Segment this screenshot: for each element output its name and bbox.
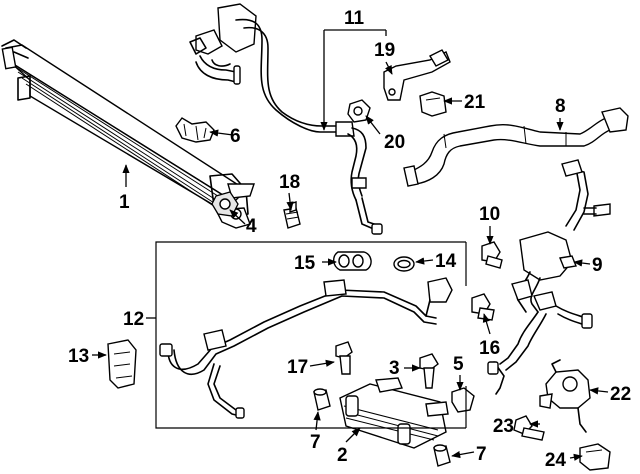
callout-2: 2 bbox=[337, 445, 348, 466]
bracket-13-part bbox=[107, 339, 137, 389]
grommet-15-part bbox=[333, 251, 372, 271]
bracket-19-part bbox=[383, 49, 451, 101]
callout-9: 9 bbox=[592, 255, 603, 276]
callout-5: 5 bbox=[453, 354, 464, 375]
callout-6: 6 bbox=[230, 126, 241, 147]
callout-15: 15 bbox=[294, 253, 316, 274]
callout-16: 16 bbox=[479, 338, 500, 359]
hose-9-part bbox=[487, 159, 611, 395]
bolt-17-part bbox=[335, 341, 353, 375]
leader-lines bbox=[92, 29, 609, 461]
callout-labels: 1 2 3 4 5 6 7 7 8 9 10 11 12 13 14 15 16… bbox=[68, 8, 631, 471]
bolt-10-part bbox=[481, 241, 503, 269]
callout-18: 18 bbox=[279, 172, 300, 193]
callout-21: 21 bbox=[464, 92, 486, 113]
callout-1: 1 bbox=[119, 192, 130, 213]
callout-10: 10 bbox=[479, 204, 500, 225]
hose-11-part bbox=[189, 3, 383, 235]
tube-12-part bbox=[159, 277, 453, 419]
callout-4: 4 bbox=[246, 216, 257, 237]
callout-17: 17 bbox=[287, 357, 308, 378]
stud-18-part bbox=[283, 201, 301, 229]
hose-8-part bbox=[403, 107, 629, 187]
bracket-6-part bbox=[175, 117, 215, 143]
kit-12-inset-box bbox=[155, 241, 467, 429]
insulator-7b-part bbox=[433, 444, 451, 467]
bolt-16-part bbox=[471, 293, 495, 321]
bolt-3-part bbox=[419, 353, 439, 389]
callout-3: 3 bbox=[389, 358, 400, 379]
callout-20: 20 bbox=[384, 132, 405, 153]
callout-11: 11 bbox=[344, 8, 365, 29]
oring-14-part bbox=[393, 256, 415, 272]
clip-5-part bbox=[451, 387, 475, 413]
clip-24-part bbox=[579, 443, 611, 471]
insulator-7a-part bbox=[313, 388, 331, 411]
callout-14: 14 bbox=[435, 251, 457, 272]
oil-cooler-2-part bbox=[339, 377, 449, 449]
callout-19: 19 bbox=[374, 40, 395, 61]
callout-24: 24 bbox=[545, 450, 567, 471]
nut-20-part bbox=[347, 99, 371, 123]
valve-22-part bbox=[539, 359, 591, 433]
callout-23: 23 bbox=[493, 416, 514, 437]
clip-21-part bbox=[419, 91, 447, 117]
callout-7b: 7 bbox=[476, 444, 487, 465]
callout-22: 22 bbox=[610, 384, 631, 405]
callout-12: 12 bbox=[123, 309, 144, 330]
oil-cooler-part bbox=[1, 39, 255, 229]
bolt-23-part bbox=[513, 415, 545, 441]
callout-8: 8 bbox=[555, 96, 566, 117]
callout-7a: 7 bbox=[310, 432, 321, 453]
callout-13: 13 bbox=[68, 346, 89, 367]
